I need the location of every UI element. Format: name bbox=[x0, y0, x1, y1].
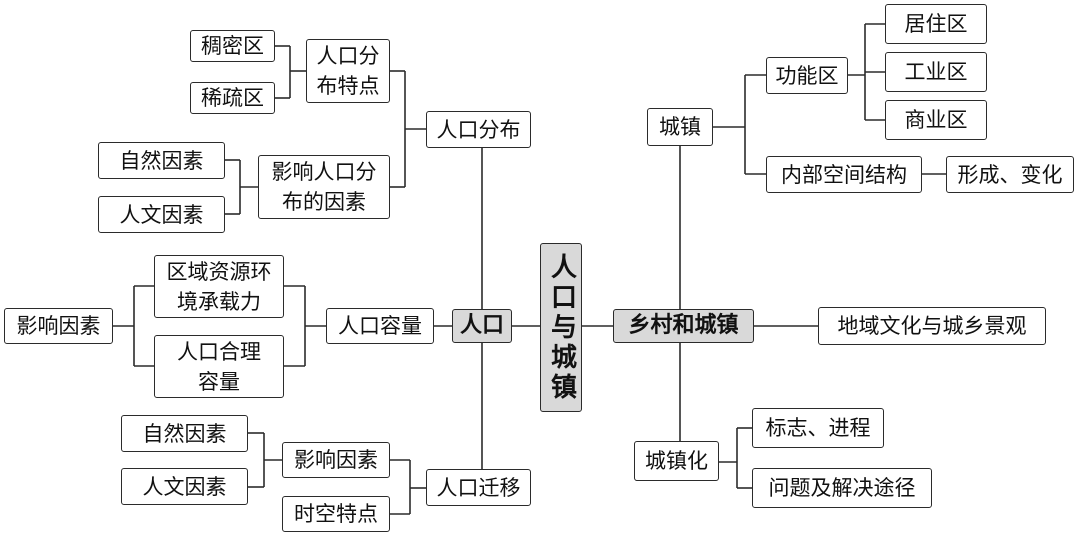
migration-factors-node: 影响因素 bbox=[282, 442, 390, 478]
capacity-node: 人口容量 bbox=[326, 308, 434, 344]
distribution-node: 人口分布 bbox=[426, 111, 531, 148]
natural-factor-1: 自然因素 bbox=[98, 142, 225, 179]
industrial-zone: 工业区 bbox=[885, 52, 987, 92]
residential-zone: 居住区 bbox=[885, 4, 987, 44]
sparse-area: 稀疏区 bbox=[190, 82, 275, 114]
functional-zones-node: 功能区 bbox=[766, 57, 848, 94]
natural-factor-2: 自然因素 bbox=[121, 415, 248, 452]
town-node: 城镇 bbox=[647, 108, 713, 146]
population-node: 人口 bbox=[452, 309, 512, 343]
internal-structure-node: 内部空间结构 bbox=[766, 156, 922, 193]
urbanization-sign-node: 标志、进程 bbox=[752, 408, 884, 448]
root-node: 人口与城镇 bbox=[540, 243, 582, 412]
resource-capacity-node: 区域资源环 境承载力 bbox=[154, 255, 284, 318]
rural-urban-node: 乡村和城镇 bbox=[613, 309, 754, 343]
dense-area: 稠密区 bbox=[190, 30, 275, 62]
reasonable-capacity-node: 人口合理 容量 bbox=[154, 335, 284, 398]
migration-node: 人口迁移 bbox=[426, 469, 531, 506]
capacity-influence-node: 影响因素 bbox=[4, 308, 113, 344]
human-factor-1: 人文因素 bbox=[98, 196, 225, 233]
human-factor-2: 人文因素 bbox=[121, 468, 248, 505]
urbanization-problems-node: 问题及解决途径 bbox=[752, 468, 932, 508]
distribution-features-node: 人口分 布特点 bbox=[306, 39, 390, 103]
formation-change-node: 形成、变化 bbox=[946, 156, 1074, 193]
urbanization-node: 城镇化 bbox=[634, 441, 719, 481]
commercial-zone: 商业区 bbox=[885, 100, 987, 140]
distribution-factors-node: 影响人口分 布的因素 bbox=[258, 155, 390, 219]
migration-spatiotemporal-node: 时空特点 bbox=[282, 496, 390, 532]
culture-landscape-node: 地域文化与城乡景观 bbox=[818, 307, 1046, 345]
